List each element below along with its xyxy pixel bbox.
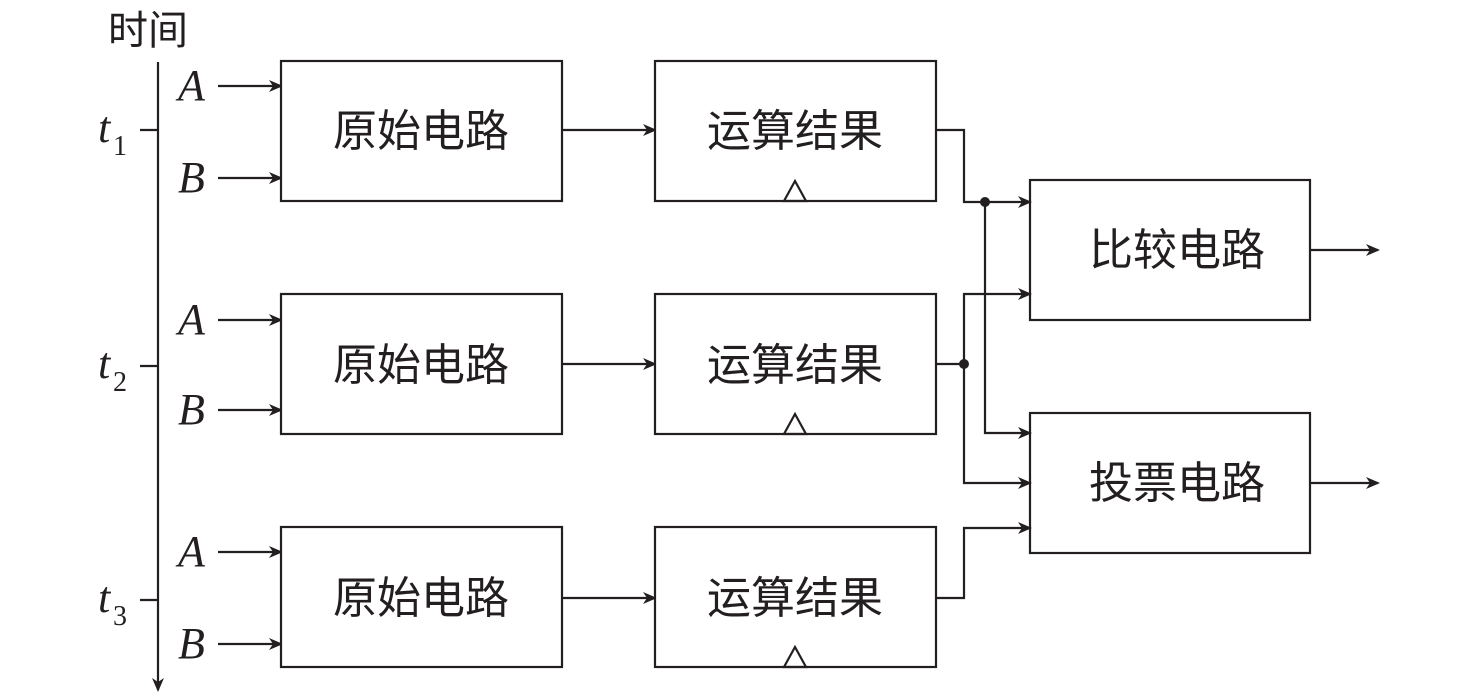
row-3: A B 原始电路 运算结果 <box>175 525 938 669</box>
time-axis-title: 时间 <box>108 8 188 54</box>
input-a-label: A <box>175 527 206 576</box>
tick-t3-sub: 3 <box>113 601 127 632</box>
result-label: 运算结果 <box>707 340 883 391</box>
input-b-label: B <box>178 153 205 202</box>
vote-circuit-label: 投票电路 <box>1089 458 1265 509</box>
original-circuit-label: 原始电路 <box>333 106 509 157</box>
clock-triangle-icon <box>782 644 808 669</box>
original-circuit-box <box>279 292 564 436</box>
tick-t2-label: t <box>98 339 112 388</box>
input-b-label: B <box>178 385 205 434</box>
result1-to-compare-wire <box>936 128 1032 208</box>
result1-to-vote-wire <box>983 202 1032 439</box>
compare-circuit-box <box>1028 178 1312 322</box>
result2-to-compare-wire <box>936 288 1032 366</box>
result-label: 运算结果 <box>707 106 883 157</box>
compare-circuit-label: 比较电路 <box>1089 225 1265 276</box>
tick-t3-label: t <box>98 573 112 622</box>
original-circuit-box <box>279 525 564 669</box>
result-box <box>653 292 938 436</box>
clock-triangle-icon <box>782 178 808 203</box>
original-circuit-label: 原始电路 <box>333 573 509 624</box>
result3-to-vote-wire <box>936 522 1032 600</box>
result-box <box>653 59 938 203</box>
original-circuit-label: 原始电路 <box>333 340 509 391</box>
original-circuit-box <box>279 59 564 203</box>
input-a-label: A <box>175 295 206 344</box>
result-label: 运算结果 <box>707 573 883 624</box>
clock-triangle-icon <box>782 411 808 436</box>
junction-dot <box>959 359 969 369</box>
time-axis: 时间 t 1 t 2 t 3 <box>98 8 188 692</box>
row-1: A B 原始电路 运算结果 <box>175 59 938 203</box>
tick-t2-sub: 2 <box>113 367 127 398</box>
input-b-label: B <box>178 619 205 668</box>
output-circuits: 比较电路 投票电路 <box>1028 178 1380 555</box>
tick-t1-sub: 1 <box>113 131 127 162</box>
input-a-label: A <box>175 61 206 110</box>
junction-dot <box>980 197 990 207</box>
routing-wires <box>936 128 1032 600</box>
row-2: A B 原始电路 运算结果 <box>175 292 938 436</box>
result2-to-vote-wire <box>962 364 1032 489</box>
tick-t1-label: t <box>98 103 112 152</box>
